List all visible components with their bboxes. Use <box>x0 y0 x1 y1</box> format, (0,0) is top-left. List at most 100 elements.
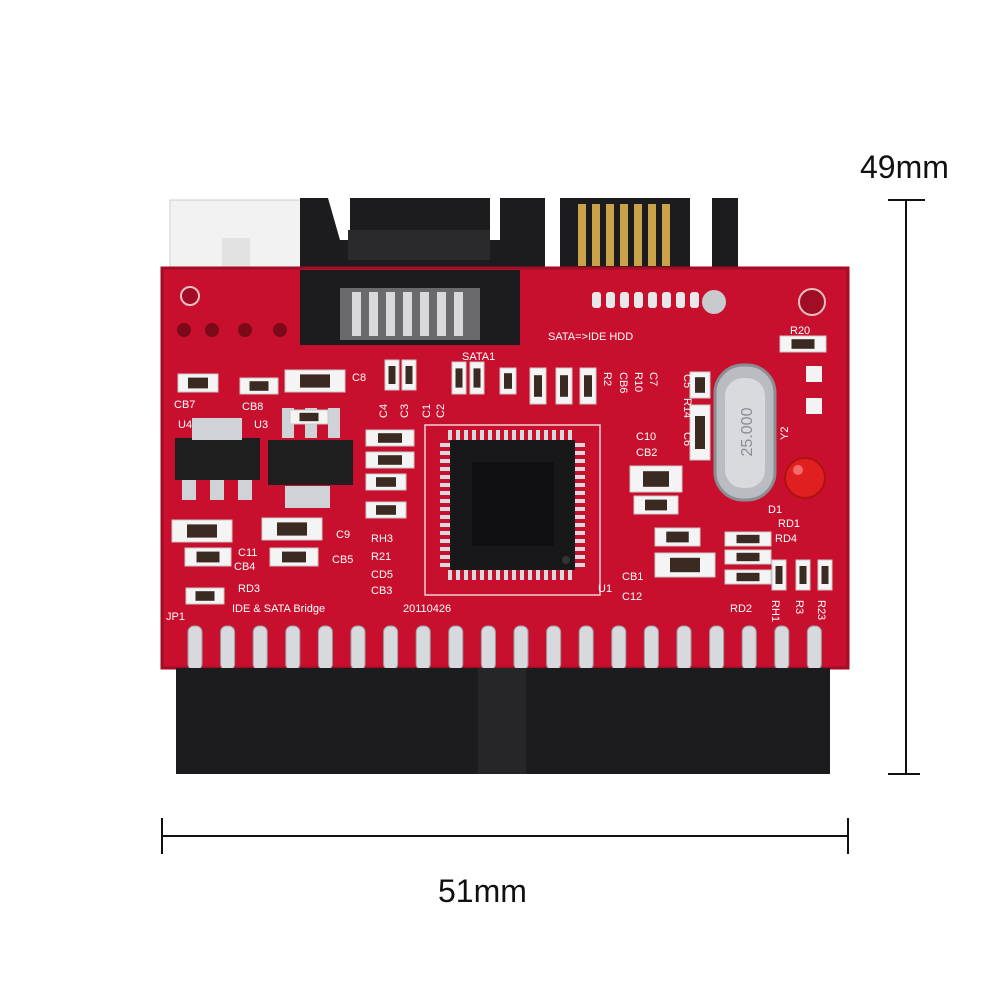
label-cd5: CD5 <box>371 569 393 581</box>
label-r14: R14 <box>681 398 693 418</box>
smd-body <box>534 375 542 397</box>
chip-pin <box>536 430 540 440</box>
chip-pin <box>440 515 450 519</box>
chip-pin <box>575 547 585 551</box>
chip-pin <box>504 570 508 580</box>
power-pad <box>606 292 615 308</box>
ide-connector <box>176 668 830 774</box>
power-pad-round <box>702 290 726 314</box>
chip-pin <box>472 430 476 440</box>
gold-pin <box>606 204 614 266</box>
label-c6: C6 <box>681 432 693 446</box>
label-rd4: RD4 <box>775 533 797 545</box>
chip-pin <box>440 483 450 487</box>
ide-pin <box>643 625 659 671</box>
ide-pin <box>383 625 399 671</box>
label-r2: R2 <box>601 372 613 386</box>
chip-pin <box>575 507 585 511</box>
width-label: 51mm <box>438 873 527 909</box>
chip-pin <box>568 430 572 440</box>
chip-pin <box>440 491 450 495</box>
smd-body <box>791 339 815 349</box>
smd-body <box>736 572 760 582</box>
label-cb4: CB4 <box>234 561 255 573</box>
label-c12: C12 <box>622 591 642 603</box>
height-dimension: 49mm <box>860 149 949 775</box>
smd-part <box>654 552 716 578</box>
chip-pin <box>440 555 450 559</box>
chip-pin <box>575 563 585 567</box>
gold-pin <box>592 204 600 266</box>
power-pad <box>592 292 601 308</box>
smd-body <box>378 455 402 465</box>
ide-pin <box>448 625 464 671</box>
smd-body <box>821 566 829 584</box>
ide-pin <box>350 625 366 671</box>
smd-body <box>670 557 700 573</box>
chip-pin <box>575 523 585 527</box>
gold-pin <box>620 204 628 266</box>
ide-pin <box>252 625 268 671</box>
chip-pin <box>440 531 450 535</box>
ide-pin <box>546 625 562 671</box>
chip-pin <box>575 491 585 495</box>
chip-pin <box>512 570 516 580</box>
smd-body <box>300 374 330 388</box>
red-led <box>784 457 826 499</box>
ide-pin <box>285 625 301 671</box>
crystal-id: Y2 <box>779 427 791 440</box>
label-r21: R21 <box>371 551 391 563</box>
chip-pin <box>480 430 484 440</box>
chip-pin <box>520 570 524 580</box>
chip-pin <box>575 475 585 479</box>
chip-pin <box>440 563 450 567</box>
sata-pin <box>386 292 395 336</box>
label-cb1: CB1 <box>622 571 643 583</box>
ide-pin <box>676 625 692 671</box>
chip-pin <box>575 451 585 455</box>
chip-pin <box>560 570 564 580</box>
chip-pin <box>544 570 548 580</box>
chip-pin <box>440 459 450 463</box>
smd-body <box>504 373 512 389</box>
crystal-oscillator <box>713 363 777 502</box>
jumper-label: JP1 <box>166 611 185 623</box>
chip-pin <box>560 430 564 440</box>
label-cb5: CB5 <box>332 554 353 566</box>
smd-body <box>473 368 481 388</box>
sata-pin <box>403 292 412 336</box>
chip-pin <box>456 570 460 580</box>
test-pads <box>806 366 822 414</box>
gold-pin <box>648 204 656 266</box>
chip-pin <box>552 570 556 580</box>
chip-pin <box>552 430 556 440</box>
smd-body <box>799 566 807 584</box>
smd-body <box>282 551 306 563</box>
ide-pin <box>709 625 725 671</box>
chip-pin <box>496 570 500 580</box>
board-title: IDE & SATA Bridge <box>232 603 325 615</box>
smd-body <box>560 375 568 397</box>
bridge-controller-chip <box>424 424 601 596</box>
chip-pin <box>488 430 492 440</box>
sata-power-connector <box>560 198 738 270</box>
regulator-u3: U3 <box>254 419 268 431</box>
label-cb7: CB7 <box>174 399 195 411</box>
label-c9: C9 <box>336 529 350 541</box>
chip-pin <box>496 430 500 440</box>
smd-body <box>405 366 413 384</box>
ide-pin <box>480 625 496 671</box>
label-r3: R3 <box>793 600 805 614</box>
label-cb3: CB3 <box>371 585 392 597</box>
chip-pin <box>575 443 585 447</box>
smd-body <box>249 381 269 391</box>
power-pad <box>662 292 671 308</box>
label-cb2: CB2 <box>636 447 657 459</box>
led-id: D1 <box>768 504 782 516</box>
sata-pin <box>352 292 361 336</box>
ide-pin <box>611 625 627 671</box>
sata-data-connector <box>300 198 545 272</box>
smd-body <box>376 505 396 515</box>
label-rh1: RH1 <box>769 600 781 622</box>
